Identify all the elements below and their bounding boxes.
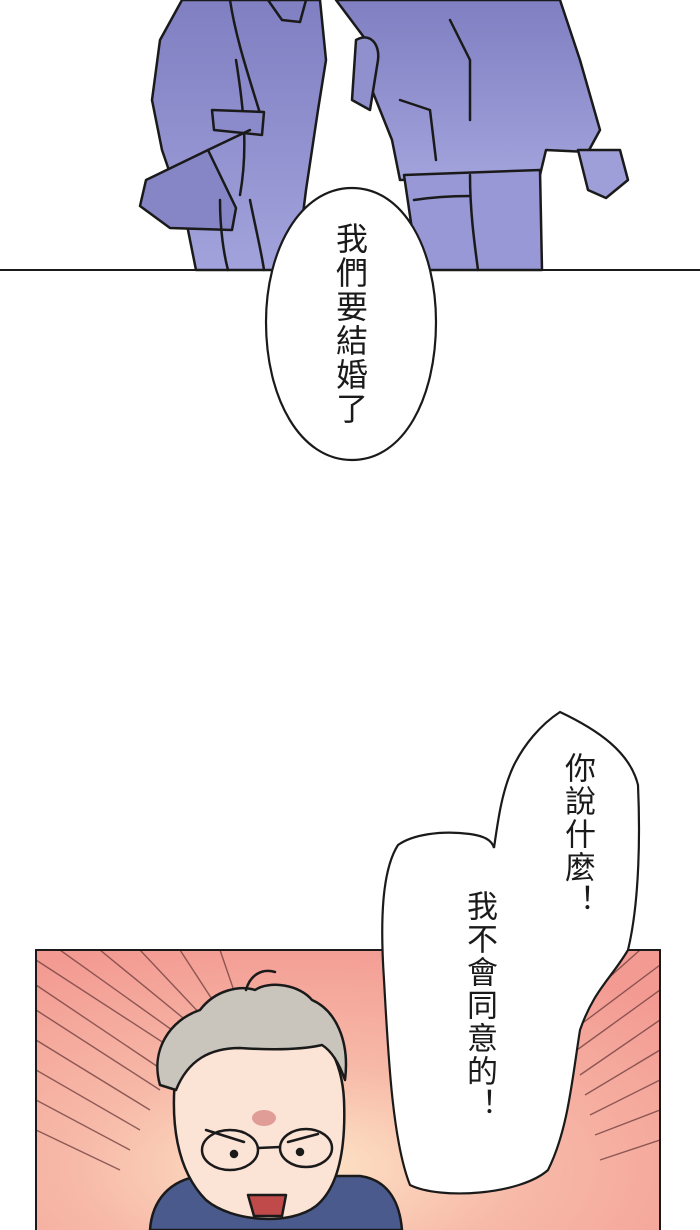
- speech-bubble-bottom: [381, 710, 641, 1195]
- speech-text-what-did-you-say: 你說什麼！: [559, 752, 595, 917]
- left-figure: [138, 0, 328, 272]
- old-man: [148, 969, 404, 1230]
- right-figure: [334, 0, 630, 272]
- speech-bubble-top: [264, 186, 438, 462]
- speech-text-i-wont-agree: 我不會同意的！: [461, 890, 497, 1121]
- speech-text-we-are-getting-married: 我們要結婚了: [331, 222, 369, 426]
